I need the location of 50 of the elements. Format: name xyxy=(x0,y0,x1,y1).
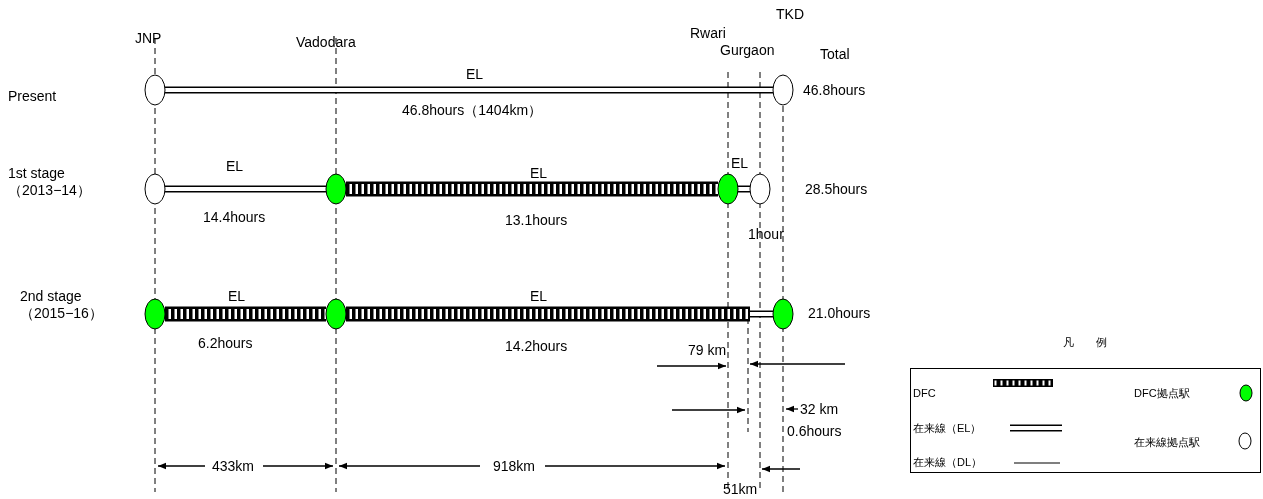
edge-label: EL xyxy=(530,165,548,182)
legend-text: 在来線（EL） xyxy=(913,422,982,435)
rail-track xyxy=(165,185,326,193)
annotation-text: 6.2hours xyxy=(198,335,253,352)
annotation-text: 918km xyxy=(493,458,536,475)
station-circle xyxy=(717,173,739,205)
legend-title: 凡 例 xyxy=(1063,336,1107,349)
edge-label: EL xyxy=(530,288,548,305)
edge-label: EL xyxy=(226,158,244,175)
legend-text: 在来線（DL） xyxy=(913,456,983,469)
edge-label: EL xyxy=(228,288,246,305)
annotation-text: Present xyxy=(8,88,57,105)
annotation-text: 32 km xyxy=(800,401,839,418)
annotation-text: 14.2hours xyxy=(505,338,568,355)
annotation-text: 1st stage （2013−14） xyxy=(8,165,92,199)
annotation-text: 21.0hours xyxy=(808,305,871,322)
freight-corridor-track xyxy=(165,306,326,322)
legend-text: DFC拠点駅 xyxy=(1134,387,1190,400)
station-circle xyxy=(772,298,794,330)
annotation-text: 0.6hours xyxy=(787,423,842,440)
annotation-text: Rwari xyxy=(690,25,726,42)
annotation-text: 1hour xyxy=(748,226,784,243)
annotation-text: 46.8hours（1404km） xyxy=(402,102,543,119)
annotation-text: Gurgaon xyxy=(720,42,775,59)
freight-corridor-track xyxy=(346,181,718,197)
annotation-text: 2nd stage （2015−16） xyxy=(20,288,104,322)
edge-label: EL xyxy=(731,155,749,172)
annotation-text: 13.1hours xyxy=(505,212,568,229)
station-circle xyxy=(144,173,166,205)
rail-track xyxy=(165,86,773,94)
station-circle xyxy=(144,298,166,330)
station-circle xyxy=(325,298,347,330)
station-circle xyxy=(772,74,794,106)
annotation-text: 79 km xyxy=(688,342,727,359)
annotation-text: JNP xyxy=(135,30,162,47)
freight-corridor-track xyxy=(346,306,773,322)
station-circle xyxy=(749,173,771,205)
annotation-text: Total xyxy=(820,46,850,63)
station-circle xyxy=(325,173,347,205)
annotation-text: Vadodara xyxy=(296,34,356,51)
annotation-text: 28.5hours xyxy=(805,181,868,198)
annotation-text: TKD xyxy=(776,6,804,23)
legend-text: DFC xyxy=(913,387,936,400)
annotation-text: 46.8hours xyxy=(803,82,866,99)
station-circle xyxy=(144,74,166,106)
annotation-text: 14.4hours xyxy=(203,209,266,226)
annotation-text: 433km xyxy=(212,458,255,475)
annotation-text: 51km xyxy=(723,481,758,498)
legend-text: 在来線拠点駅 xyxy=(1134,436,1200,449)
edge-label: EL xyxy=(466,66,484,83)
